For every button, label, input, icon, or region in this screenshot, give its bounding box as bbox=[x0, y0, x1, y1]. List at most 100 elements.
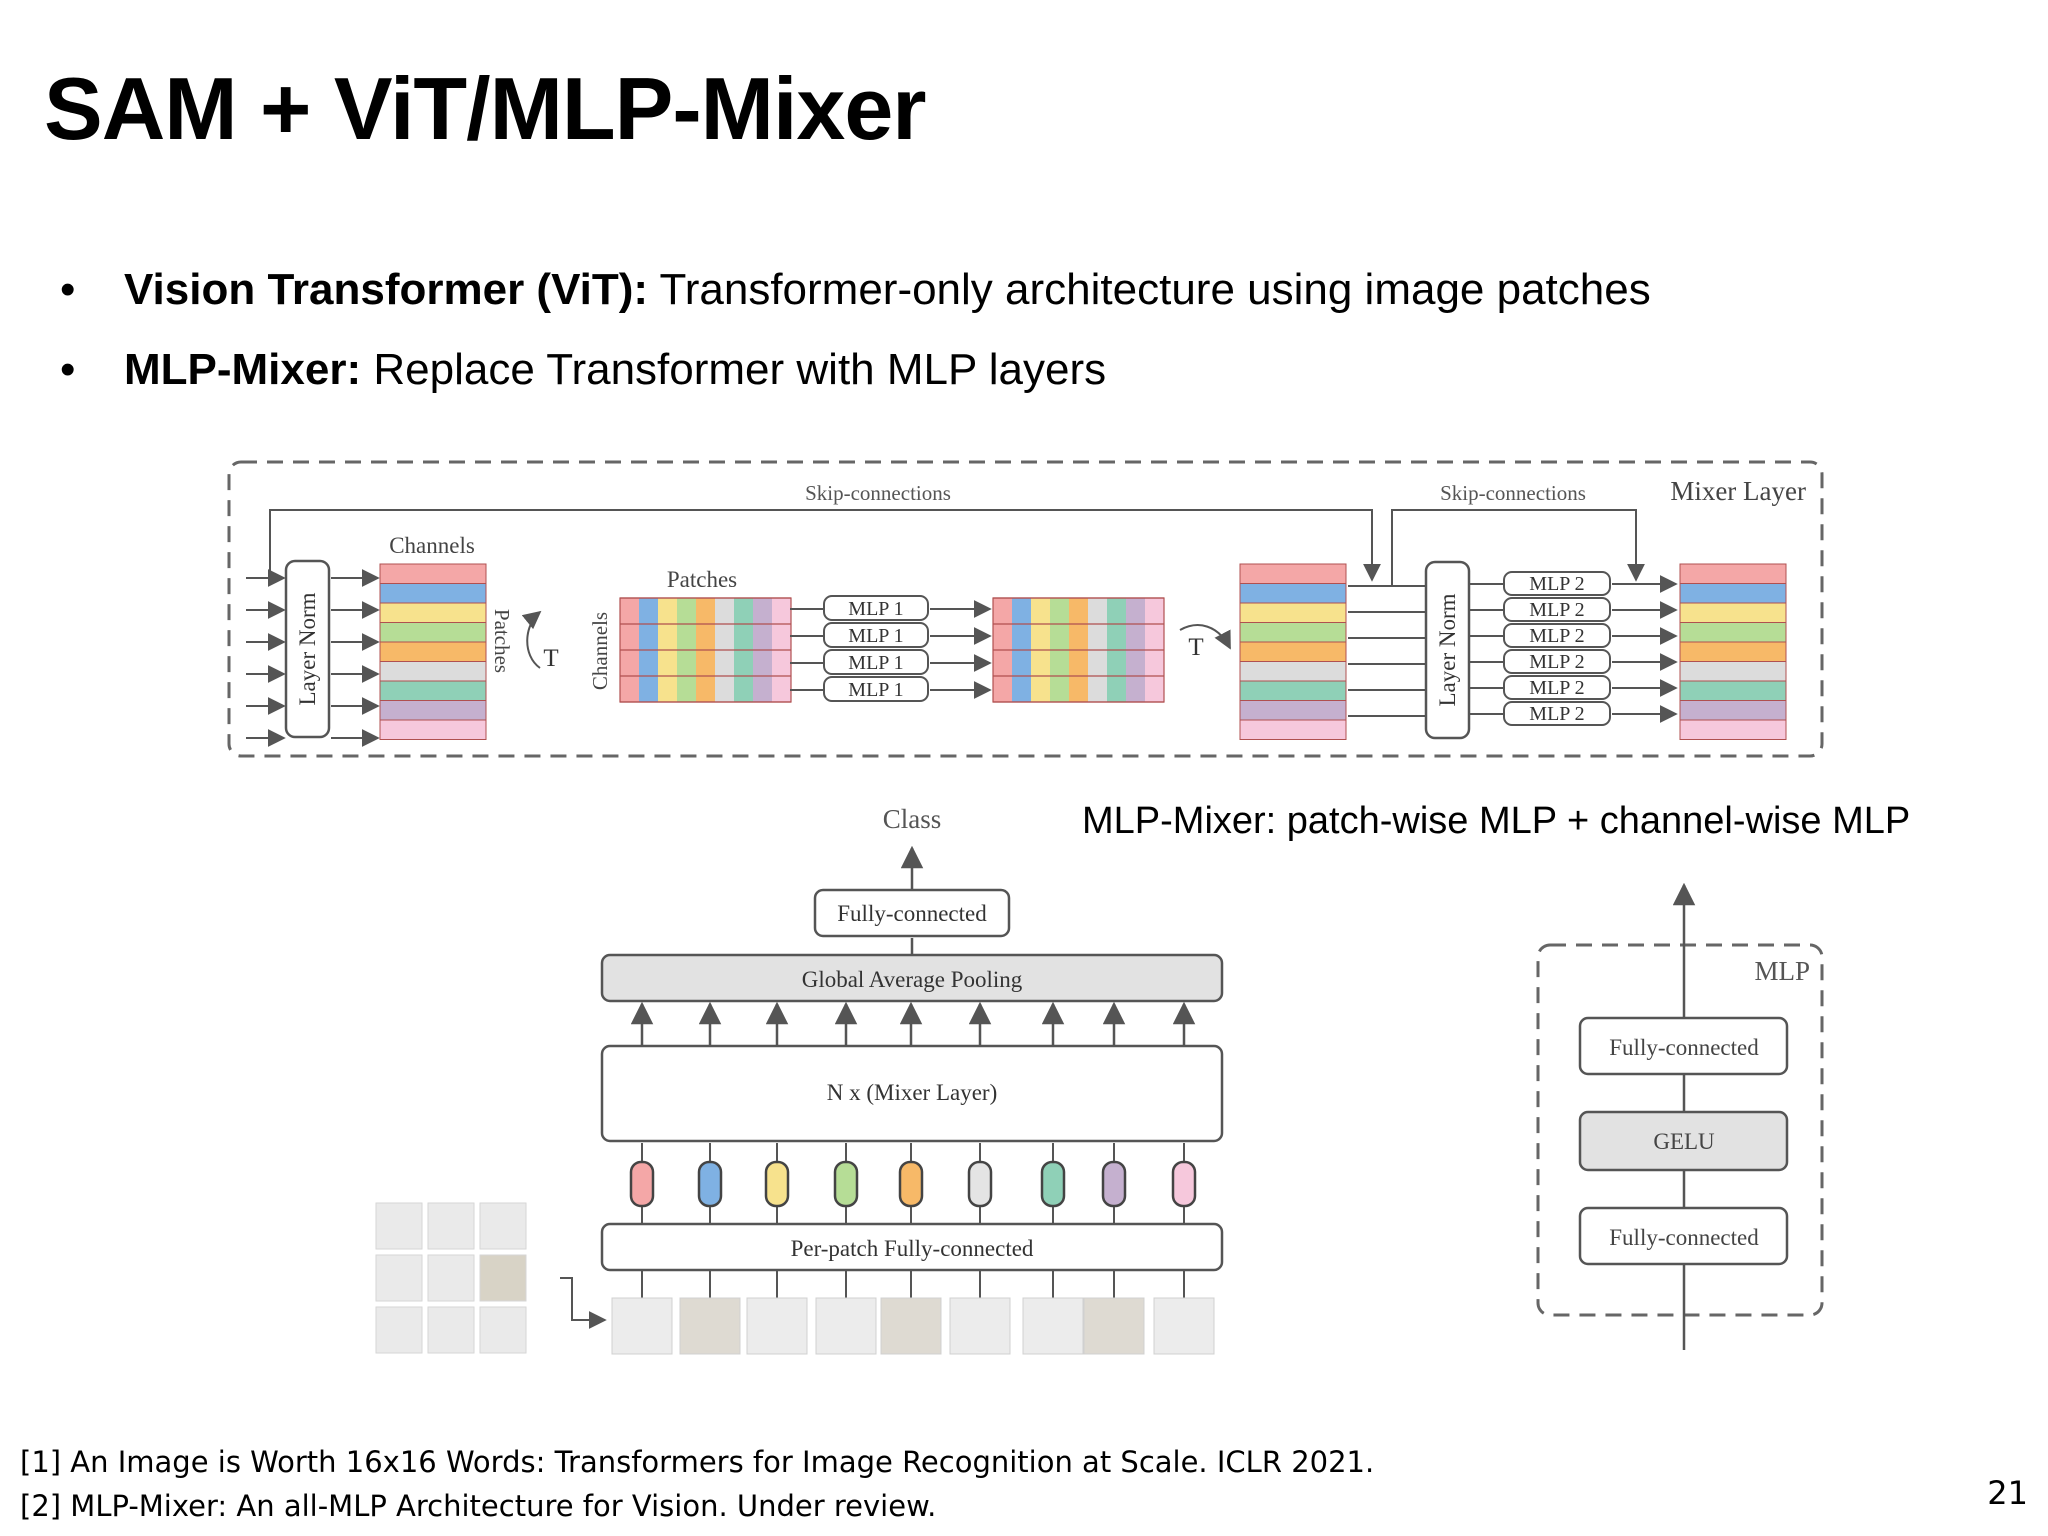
mlp-block-border bbox=[1536, 943, 1824, 1317]
table-row-stripe bbox=[1239, 583, 1347, 604]
layer-norm-arrows bbox=[331, 569, 380, 747]
mlp2-label: MLP 2 bbox=[1529, 599, 1584, 621]
transpose-arrow-1 bbox=[521, 610, 542, 669]
table-row-stripe bbox=[1239, 661, 1347, 682]
token-capsule bbox=[1040, 1160, 1066, 1208]
token-capsule bbox=[697, 1160, 723, 1208]
image-grid-patch bbox=[479, 1202, 527, 1250]
bullet-mixer-term: MLP-Mixer: bbox=[124, 345, 362, 394]
token-capsule bbox=[629, 1160, 655, 1208]
image-grid-patch bbox=[375, 1306, 423, 1354]
pooling-arrows bbox=[630, 1001, 1196, 1046]
skip-connection-2 bbox=[1391, 509, 1645, 585]
mlp2-label: MLP 2 bbox=[1529, 573, 1584, 595]
table-row-stripe bbox=[379, 719, 487, 740]
table-row-stripe bbox=[379, 661, 487, 682]
image-grid-patch bbox=[427, 1202, 475, 1250]
mixer-layer-title: Mixer Layer bbox=[1670, 476, 1806, 506]
table-row-stripe bbox=[1679, 661, 1787, 682]
channels-side-label: Channels bbox=[588, 612, 612, 690]
mlp1-box bbox=[823, 622, 929, 648]
mixer-overview: Class Fully-connected Global Average Poo… bbox=[375, 804, 1224, 1355]
bullet-vit-term: Vision Transformer (ViT): bbox=[124, 265, 649, 314]
bullet-vit-text: Transformer-only architecture using imag… bbox=[648, 265, 1651, 314]
channels-label: Channels bbox=[389, 533, 475, 558]
mlp2-box bbox=[1503, 649, 1611, 674]
mlp2-box bbox=[1503, 571, 1611, 596]
layer-norm-box-2 bbox=[1424, 560, 1471, 740]
table-frame bbox=[992, 597, 1165, 703]
image-patch bbox=[611, 1297, 673, 1355]
mlp-block: MLP Fully-connected GELU Fully-connected bbox=[1536, 882, 1824, 1350]
table-row-stripe bbox=[379, 700, 487, 721]
diagram-caption: MLP-Mixer: patch-wise MLP + channel-wise… bbox=[1082, 800, 1911, 842]
reference-1: [1] An Image is Worth 16x16 Words: Trans… bbox=[20, 1445, 1375, 1479]
table-row-stripe bbox=[379, 680, 487, 701]
table-row-stripe bbox=[379, 602, 487, 623]
patch-split-arrow bbox=[560, 1277, 607, 1329]
mlp1-label: MLP 1 bbox=[848, 598, 903, 620]
image-patch bbox=[949, 1297, 1011, 1355]
bullet-dot: • bbox=[60, 265, 76, 314]
token-capsule bbox=[1101, 1160, 1127, 1208]
mlp2-box bbox=[1503, 675, 1611, 700]
mlp2-box bbox=[1503, 597, 1611, 622]
global-pooling-label: Global Average Pooling bbox=[802, 967, 1023, 992]
mlp1-label: MLP 1 bbox=[848, 625, 903, 647]
token-table-transposed bbox=[619, 597, 792, 703]
fully-connected-head-label: Fully-connected bbox=[837, 901, 987, 926]
mlp1-box bbox=[823, 649, 929, 675]
mlp2-label: MLP 2 bbox=[1529, 677, 1584, 699]
image-grid-patch bbox=[375, 1202, 423, 1250]
image-grid-patch bbox=[479, 1306, 527, 1354]
bullet-vit: • Vision Transformer (ViT): Transformer-… bbox=[60, 250, 1651, 330]
gelu-label: GELU bbox=[1653, 1129, 1715, 1154]
mlp2-box bbox=[1503, 701, 1611, 726]
token-capsule bbox=[764, 1160, 790, 1208]
table-row-stripe bbox=[379, 641, 487, 662]
mlp-fc-top-label: Fully-connected bbox=[1609, 1035, 1759, 1060]
table-row-stripe bbox=[1679, 700, 1787, 721]
table-row-stripe bbox=[1679, 602, 1787, 623]
image-grid-patch bbox=[427, 1254, 475, 1302]
token-table-input bbox=[379, 563, 487, 740]
class-label: Class bbox=[883, 804, 942, 834]
table-to-norm-lines bbox=[1348, 585, 1426, 717]
patches-side-label: Patches bbox=[490, 609, 514, 673]
image-patch bbox=[746, 1297, 808, 1355]
input-image-patches bbox=[375, 1202, 527, 1354]
layer-norm-label-2: Layer Norm bbox=[1435, 593, 1460, 706]
token-table-mixed bbox=[992, 597, 1165, 703]
table-row-stripe bbox=[1679, 641, 1787, 662]
mlp1-label: MLP 1 bbox=[848, 679, 903, 701]
skip-connection-1 bbox=[269, 509, 1381, 582]
image-patch bbox=[1022, 1297, 1084, 1355]
table-row-stripe bbox=[379, 622, 487, 643]
table-row-stripe bbox=[1679, 622, 1787, 643]
image-grid-patch bbox=[427, 1306, 475, 1354]
mlp-block-title: MLP bbox=[1754, 956, 1810, 986]
mixer-layer-border bbox=[227, 460, 1824, 758]
slide-title: SAM + ViT/MLP-Mixer bbox=[44, 59, 927, 158]
table-row-stripe bbox=[1239, 700, 1347, 721]
table-row-stripe bbox=[1679, 680, 1787, 701]
global-pooling-box bbox=[600, 953, 1224, 1003]
image-patch bbox=[1083, 1297, 1145, 1355]
bullet-mlp-mixer: • MLP-Mixer: Replace Transformer with ML… bbox=[60, 330, 1651, 410]
mixer-layer-panel: Mixer Layer Skip-connections Skip-connec… bbox=[227, 460, 1824, 758]
patch-sequence bbox=[611, 1297, 1215, 1355]
table-row-stripe bbox=[1239, 719, 1347, 740]
table-row-stripe bbox=[1239, 622, 1347, 643]
token-capsule bbox=[1171, 1160, 1197, 1208]
token-capsule bbox=[967, 1160, 993, 1208]
transpose-label-1: T bbox=[543, 645, 558, 672]
table-row-stripe bbox=[1239, 563, 1347, 584]
table-row-stripe bbox=[1239, 602, 1347, 623]
token-capsule bbox=[898, 1160, 924, 1208]
token-table-output bbox=[1679, 563, 1787, 740]
image-patch bbox=[679, 1297, 741, 1355]
table-row-stripe bbox=[1679, 563, 1787, 584]
image-patch bbox=[880, 1297, 942, 1355]
